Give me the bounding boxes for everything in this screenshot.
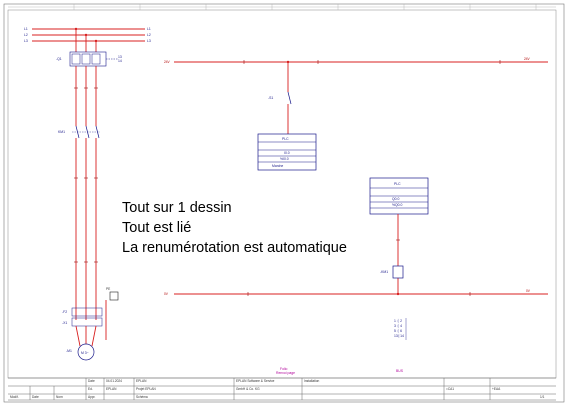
motor-leads — [75, 325, 97, 347]
svg-text:+EAA: +EAA — [492, 387, 501, 391]
svg-text:%Q0.0: %Q0.0 — [392, 203, 402, 207]
contactor-main-contacts[interactable]: KM1 — [58, 125, 100, 139]
svg-text:%I0.0: %I0.0 — [280, 157, 289, 161]
svg-text:04.01.2024: 04.01.2024 — [106, 379, 122, 383]
thermal-relay[interactable]: -F2 -X1 PE — [62, 287, 119, 327]
svg-text:3 ┤ 4: 3 ┤ 4 — [394, 323, 402, 329]
svg-text:-X1: -X1 — [62, 321, 67, 325]
svg-text:Installation: Installation — [304, 379, 319, 383]
svg-text:Schéma: Schéma — [136, 395, 148, 399]
coil-icon[interactable]: -KM1 — [380, 265, 404, 279]
three-phase-supply: L1 L2 L3 L1 L2 L3 — [24, 27, 151, 52]
phase-label-l1-right: L1 — [147, 27, 151, 31]
svg-text:PE: PE — [106, 287, 110, 291]
svg-text:Folio: Folio — [280, 367, 287, 371]
phase-label-l3-right: L3 — [147, 39, 151, 43]
svg-text:=CA1: =CA1 — [446, 387, 454, 391]
wire-markers — [74, 87, 98, 263]
grid-ruler-top — [8, 4, 556, 10]
phase-label-l2-right: L2 — [147, 33, 151, 37]
svg-text:Renvoi page: Renvoi page — [276, 371, 295, 375]
contactor-ref: KM1 — [58, 130, 65, 134]
svg-text:EPLAN: EPLAN — [106, 387, 117, 391]
cross-reference-list: 1 ┤ 2 3 ┤ 4 5 ┤ 6 13┤14 — [394, 318, 407, 340]
svg-text:Nom: Nom — [56, 395, 63, 399]
svg-text:GmbH & Co. KG: GmbH & Co. KG — [236, 387, 260, 391]
bus-label-24v: 24V — [524, 57, 531, 61]
sheet-border — [3, 3, 565, 403]
svg-text:-F2: -F2 — [62, 310, 67, 314]
bus-label-0v-left: 0V — [164, 292, 169, 296]
svg-text:5 ┤ 6: 5 ┤ 6 — [394, 328, 402, 334]
svg-text:24V: 24V — [164, 60, 171, 64]
motor-circle-icon[interactable]: M 3~ -M1 — [66, 343, 95, 361]
motor-label: M 3~ — [81, 351, 89, 355]
svg-text:13┤14: 13┤14 — [394, 333, 404, 339]
phase-label-l1: L1 — [24, 27, 28, 31]
phase-label-l2: L2 — [24, 33, 28, 37]
svg-text:Date: Date — [32, 395, 39, 399]
svg-text:EPLAN Software & Service: EPLAN Software & Service — [236, 379, 275, 383]
page-number: 1/1 — [540, 395, 545, 399]
control-bus-0v: 0V 0V — [164, 289, 548, 296]
svg-text:-M1: -M1 — [66, 349, 72, 353]
caption-line-2: Tout est lié — [122, 220, 192, 236]
page-markers: Folio Renvoi page BUS — [276, 367, 404, 375]
title-block-text: Modif. Date Nom Date Ed. Appr. 04.01.202… — [10, 379, 545, 399]
svg-text:Projet EPLAN: Projet EPLAN — [136, 387, 156, 391]
svg-text:Modif.: Modif. — [10, 395, 19, 399]
svg-text:BUS: BUS — [396, 369, 404, 373]
svg-text:Q0.0: Q0.0 — [392, 197, 399, 201]
svg-text:EPLAN: EPLAN — [136, 379, 147, 383]
caption-line-1: Tout sur 1 dessin — [122, 200, 232, 216]
svg-text:1 ┤ 2: 1 ┤ 2 — [394, 318, 402, 324]
svg-text:Ed.: Ed. — [88, 387, 93, 391]
svg-text:13: 13 — [118, 55, 122, 59]
svg-text:-S1: -S1 — [268, 96, 273, 100]
svg-text:I0.0: I0.0 — [284, 151, 290, 155]
phase-label-l3: L3 — [24, 39, 28, 43]
plc-input-module[interactable]: PLC I0.0 %I0.0 Marche — [257, 133, 317, 171]
plc-output-module[interactable]: PLC Q0.0 %Q0.0 — [369, 177, 429, 215]
svg-text:-KM1: -KM1 — [380, 270, 388, 274]
plc-output-title: PLC — [394, 182, 401, 186]
svg-text:Date: Date — [88, 379, 95, 383]
caption-line-3: La renumérotation est automatique — [122, 240, 347, 256]
svg-text:14: 14 — [118, 59, 122, 63]
breaker-ref: -Q1 — [56, 57, 62, 61]
control-bus-24v: 24V 24V — [164, 57, 548, 64]
svg-text:Marche: Marche — [272, 164, 283, 168]
plc-module-title: PLC — [282, 137, 289, 141]
svg-text:Appr.: Appr. — [88, 395, 96, 399]
push-button-contact[interactable]: -S1 — [268, 91, 292, 105]
bus-label-0v-right: 0V — [526, 289, 531, 293]
title-block — [8, 377, 556, 401]
breaker-icon[interactable]: -Q1 13 14 — [56, 51, 122, 67]
power-conductors — [75, 66, 107, 340]
